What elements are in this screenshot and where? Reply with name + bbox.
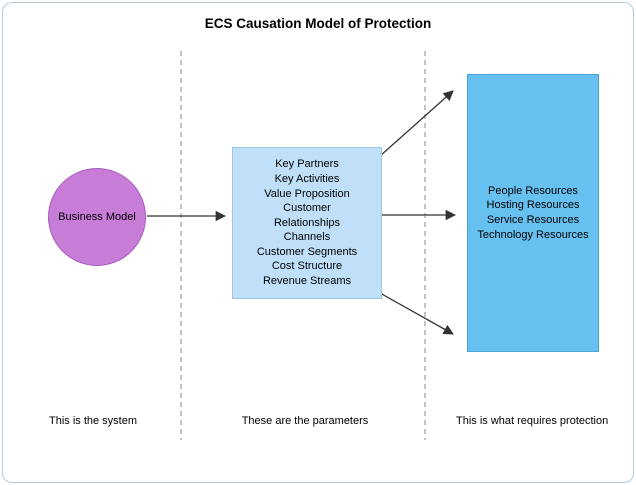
arrow-parameters-to-protection-bottom	[379, 292, 454, 335]
parameters-list: Key Partners Key Activities Value Propos…	[256, 158, 358, 288]
diagram-title: ECS Causation Model of Protection	[204, 16, 432, 31]
arrow-parameters-to-protection-top	[379, 90, 454, 157]
caption-system: This is the system	[49, 415, 138, 427]
protection-list: People Resources Hosting Resources Servi…	[477, 184, 589, 241]
business-model-label: Business Model	[58, 211, 136, 223]
protection-box: People Resources Hosting Resources Servi…	[467, 74, 599, 352]
caption-parameters: These are the parameters	[241, 415, 369, 427]
caption-protection: This is what requires protection	[456, 415, 609, 427]
business-model-node: Business Model	[48, 168, 146, 266]
parameters-box: Key Partners Key Activities Value Propos…	[232, 147, 382, 299]
